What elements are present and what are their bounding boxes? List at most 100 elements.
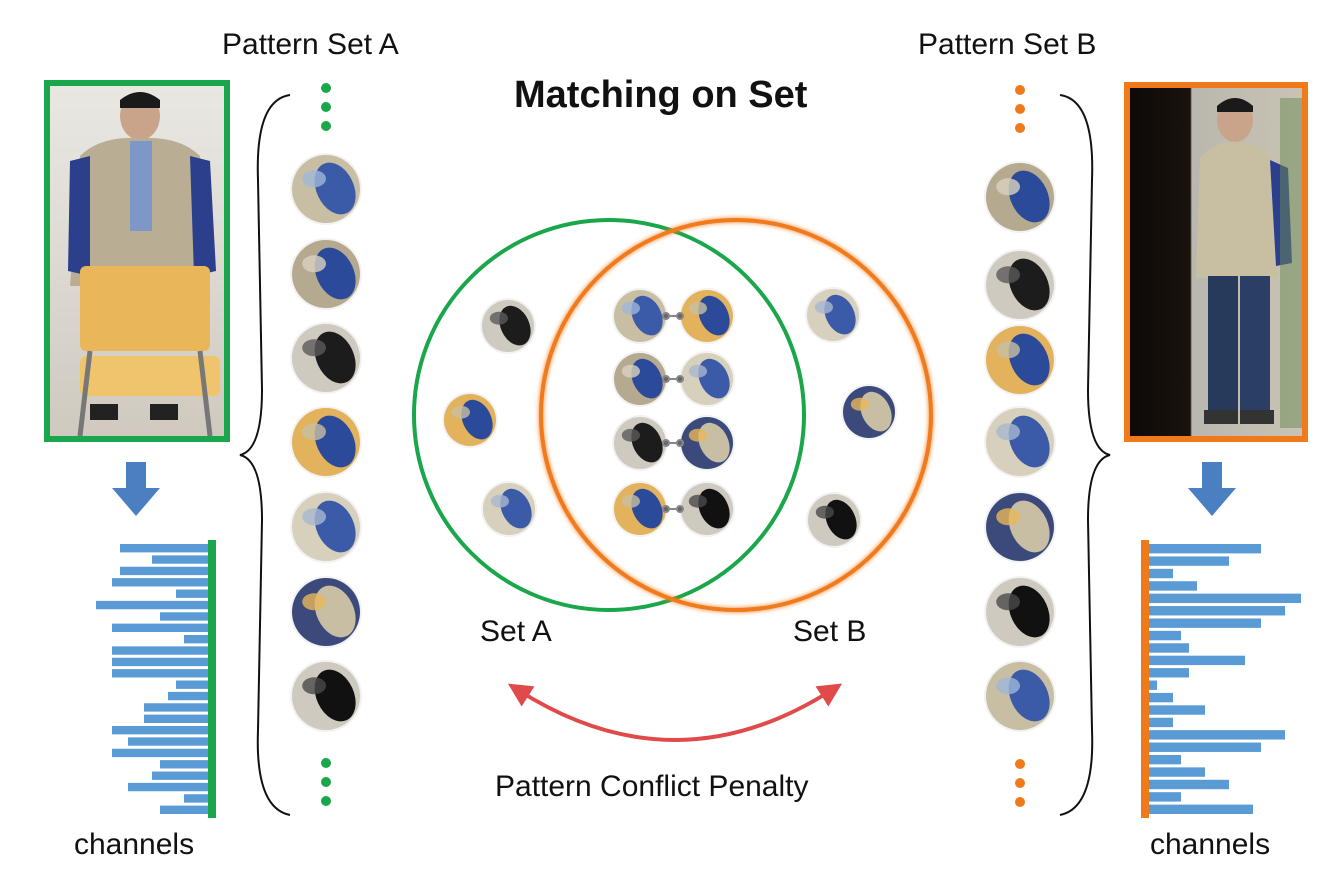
histogram-a-bar bbox=[96, 600, 208, 610]
pattern-set-a-label: Pattern Set A bbox=[222, 28, 399, 61]
histogram-a-bar bbox=[184, 635, 208, 644]
histogram-a-bar bbox=[128, 737, 208, 746]
histogram-b-bar bbox=[1149, 705, 1205, 715]
pattern-a-patch bbox=[290, 660, 362, 732]
pattern-a-patch bbox=[290, 576, 362, 648]
histogram-a-bar bbox=[120, 544, 208, 553]
channels-label-right: channels bbox=[1150, 828, 1271, 861]
person-b-illustration bbox=[1196, 98, 1302, 428]
set-a-label: Set A bbox=[480, 615, 552, 648]
shared-patch-b bbox=[679, 481, 735, 537]
shared-patch-a bbox=[612, 288, 668, 344]
ellipsis-top-a bbox=[321, 83, 331, 131]
histogram-b-bar bbox=[1149, 779, 1229, 790]
histogram-a-bar bbox=[176, 680, 208, 689]
ellipsis-top-b bbox=[1015, 85, 1025, 133]
shared-patch-b bbox=[679, 288, 735, 344]
histogram-a-bar bbox=[160, 760, 208, 769]
histogram-b-bar bbox=[1149, 668, 1189, 678]
pattern-b-patch bbox=[984, 406, 1056, 478]
histogram-b-bar bbox=[1149, 630, 1181, 641]
histogram-b-bar bbox=[1149, 643, 1189, 653]
histogram-b-bar bbox=[1149, 804, 1253, 814]
histogram-b-bar bbox=[1149, 556, 1229, 566]
pattern-a-patch bbox=[290, 153, 362, 225]
ellipsis-bottom-b bbox=[1015, 759, 1025, 807]
histogram-a-bar bbox=[128, 782, 208, 792]
pattern-set-a-patches bbox=[290, 153, 362, 732]
down-arrow-left bbox=[112, 462, 160, 516]
shared-patch-a bbox=[612, 415, 668, 471]
histogram-b bbox=[1149, 544, 1301, 814]
pattern-set-b-patches bbox=[984, 161, 1056, 732]
histogram-b-bar bbox=[1149, 593, 1301, 604]
histogram-b-bar bbox=[1149, 606, 1285, 616]
pattern-b-patch bbox=[984, 660, 1056, 732]
histogram-b-bar bbox=[1149, 717, 1173, 728]
histogram-b-bar bbox=[1149, 655, 1245, 666]
histogram-a-bar bbox=[184, 794, 208, 803]
histogram-a-bar bbox=[120, 566, 208, 576]
histogram-a-bar bbox=[112, 726, 208, 735]
person-a-illustration bbox=[68, 92, 220, 436]
histogram-b-bar bbox=[1149, 754, 1181, 765]
histogram-a-bar bbox=[176, 589, 208, 598]
brace-right bbox=[1059, 94, 1111, 816]
person-image-b bbox=[1124, 82, 1308, 442]
set-b-label: Set B bbox=[793, 615, 867, 648]
histogram-a-bar bbox=[112, 578, 208, 587]
main-title: Matching on Set bbox=[514, 74, 808, 116]
histogram-a-bar bbox=[152, 771, 208, 780]
shared-patch-b bbox=[679, 415, 735, 471]
person-image-a bbox=[44, 80, 230, 442]
histogram-b-bar bbox=[1149, 618, 1261, 628]
set-a-circle bbox=[412, 218, 806, 612]
histogram-b-bar bbox=[1149, 692, 1173, 703]
histogram-b-bar bbox=[1149, 792, 1181, 802]
match-connectors bbox=[662, 312, 684, 513]
histogram-a-bar bbox=[112, 646, 208, 655]
penalty-label: Pattern Conflict Penalty bbox=[495, 770, 809, 803]
histogram-a-bar bbox=[112, 623, 208, 632]
set-a-only-patch bbox=[481, 481, 537, 537]
histogram-a-bar bbox=[112, 669, 208, 678]
venn-patches bbox=[442, 287, 897, 548]
histogram-a-bar bbox=[168, 691, 208, 701]
shared-patch-a bbox=[612, 481, 668, 537]
pattern-a-patch bbox=[290, 491, 362, 563]
histogram-a-bar bbox=[160, 612, 208, 621]
histogram-b-bar bbox=[1149, 581, 1197, 591]
histogram-a-bar bbox=[152, 555, 208, 564]
set-a-only-patch bbox=[442, 392, 498, 448]
histogram-b-bar bbox=[1149, 767, 1205, 777]
set-b-only-patch bbox=[806, 492, 862, 548]
histogram-a bbox=[96, 544, 208, 814]
set-b-circle bbox=[539, 218, 933, 612]
pattern-b-patch bbox=[984, 161, 1056, 233]
histogram-b-bar bbox=[1149, 680, 1157, 690]
down-arrow-right bbox=[1188, 462, 1236, 516]
pattern-b-patch bbox=[984, 491, 1056, 563]
set-a-only-patch bbox=[480, 298, 536, 354]
ellipsis-bottom-a bbox=[321, 758, 331, 806]
histogram-a-bar bbox=[112, 657, 208, 667]
pattern-a-patch bbox=[290, 406, 362, 478]
set-b-only-patch bbox=[841, 384, 897, 440]
brace-left bbox=[239, 94, 291, 816]
histogram-b-bar bbox=[1149, 568, 1173, 579]
pattern-set-b-label: Pattern Set B bbox=[918, 28, 1097, 61]
pattern-b-patch bbox=[984, 576, 1056, 648]
pattern-b-patch bbox=[984, 324, 1056, 396]
pattern-a-patch bbox=[290, 238, 362, 310]
set-b-only-patch bbox=[805, 287, 861, 343]
histogram-a-bar bbox=[144, 714, 208, 723]
histogram-a-bar bbox=[112, 748, 208, 758]
pattern-b-patch bbox=[984, 249, 1056, 321]
penalty-arrow bbox=[507, 683, 843, 742]
histogram-b-bar bbox=[1149, 730, 1285, 740]
shared-patch-b bbox=[679, 351, 735, 407]
shared-patch-a bbox=[612, 351, 668, 407]
pattern-a-patch bbox=[290, 322, 362, 394]
histogram-a-bar bbox=[160, 805, 208, 814]
